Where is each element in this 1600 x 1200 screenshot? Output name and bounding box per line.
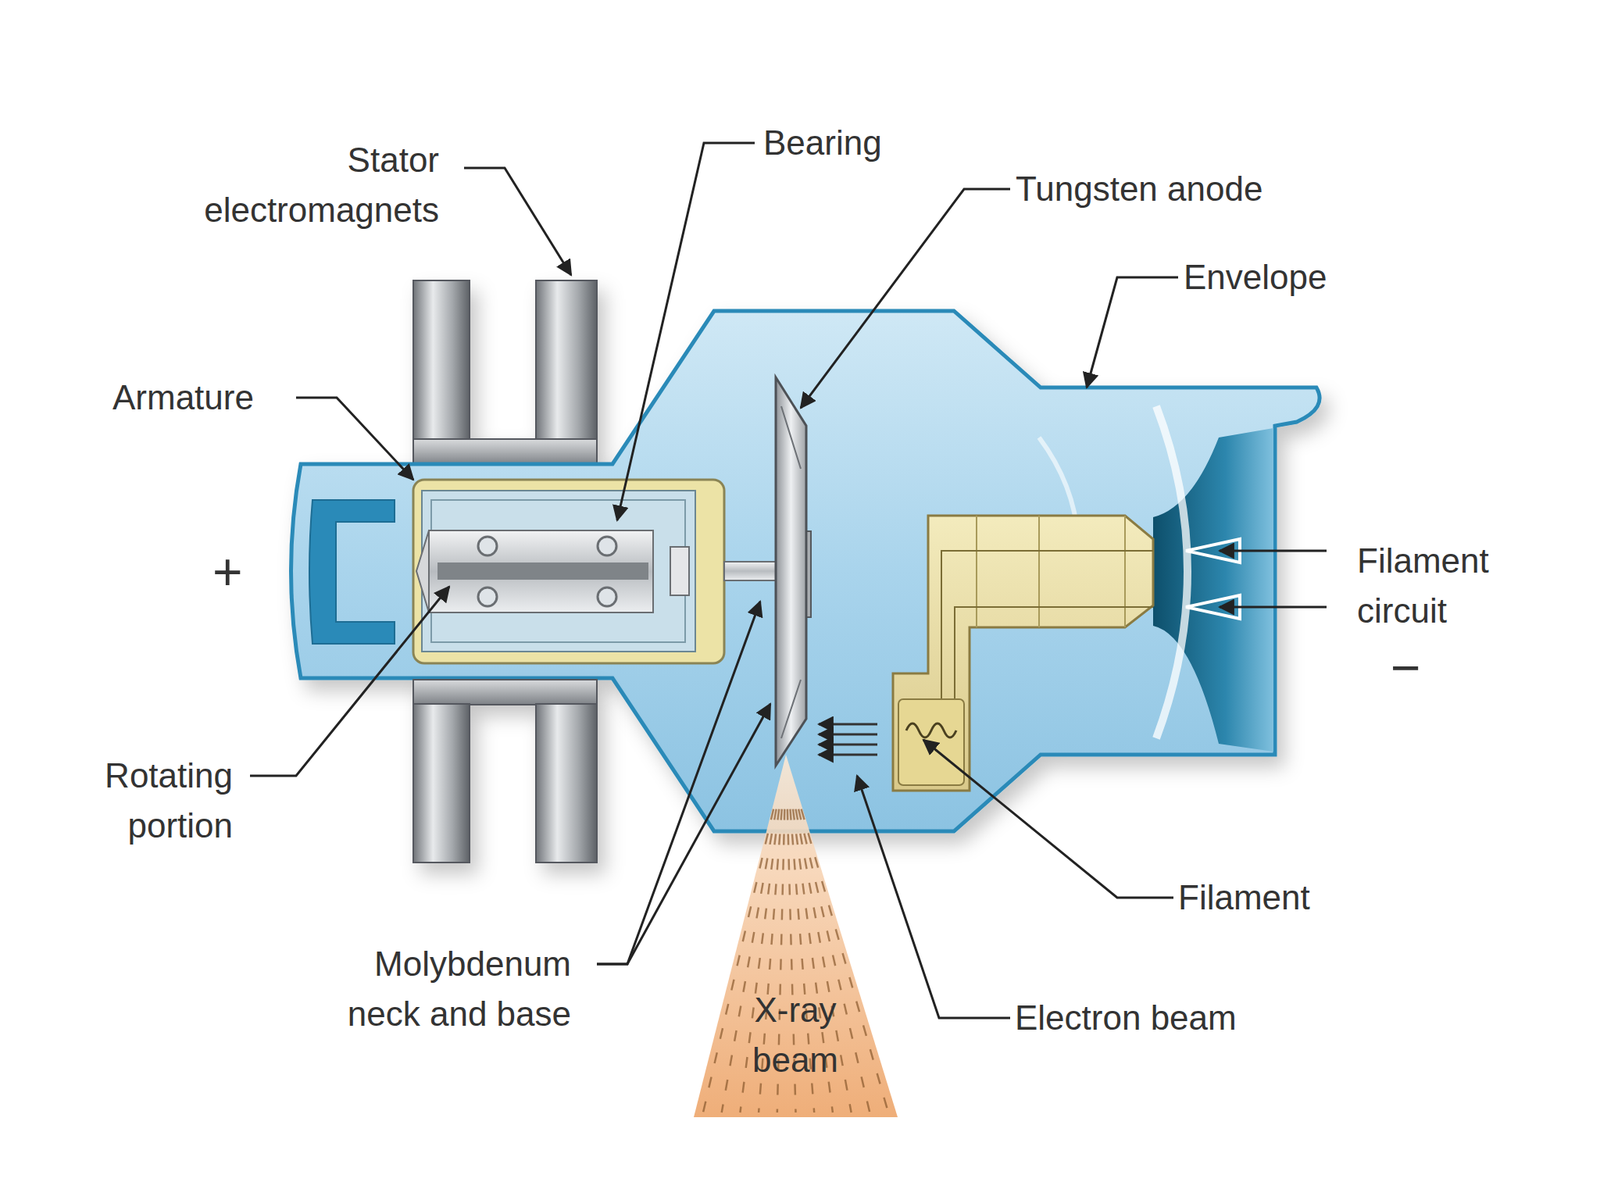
part-label: Filament xyxy=(1178,872,1311,923)
part-label: Stator electromagnets xyxy=(189,135,440,236)
part-label: Molybdenum neck and base xyxy=(313,939,572,1040)
part-label: Envelope xyxy=(1183,252,1327,303)
part-label: Armature xyxy=(112,372,254,423)
part-label: Rotating portion xyxy=(76,750,233,851)
part-label: − xyxy=(1390,642,1422,693)
part-label: Electron beam xyxy=(1014,992,1237,1043)
part-label: Filament circuit xyxy=(1357,535,1514,636)
beam-label: X-ray beam xyxy=(732,985,858,1086)
part-label: Bearing xyxy=(763,117,883,168)
part-label: + xyxy=(212,546,243,597)
part-label: Tungsten anode xyxy=(1015,164,1263,215)
x-ray-beam-cone: X-ray beam xyxy=(693,754,898,1118)
